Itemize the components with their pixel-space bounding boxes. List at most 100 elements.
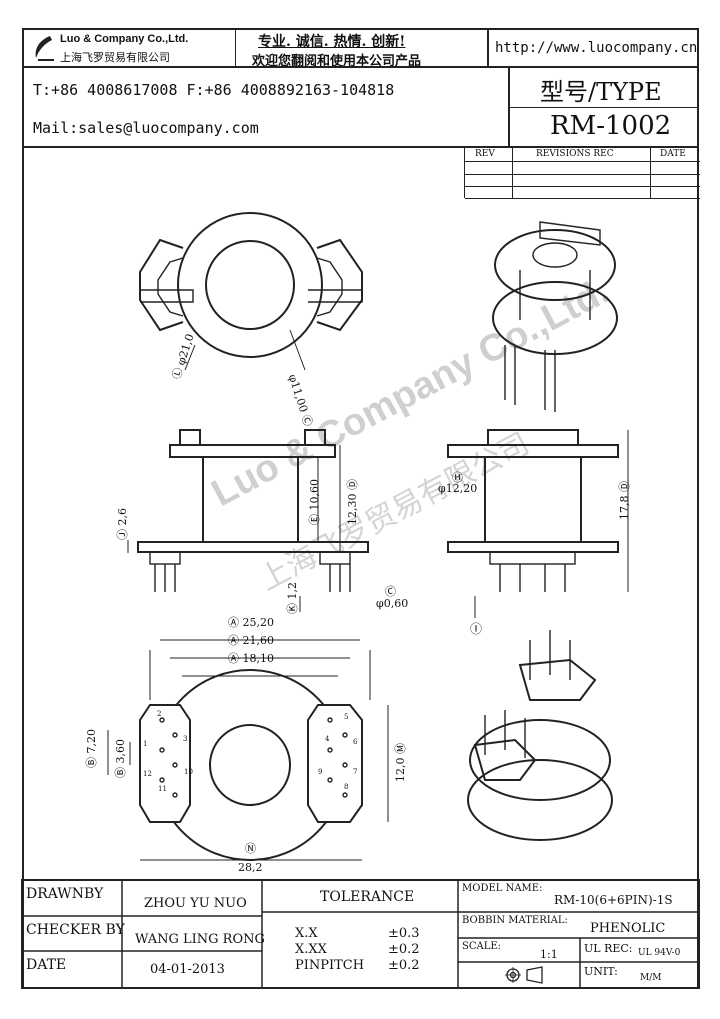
dim-bottom-w1: Ⓐ 25,20 (228, 614, 274, 630)
rev-date-header: DATE (660, 149, 686, 159)
dim-bottom-w3-ref: Ⓐ (228, 652, 239, 665)
website-link[interactable]: http://www.luocompany.cn (495, 40, 698, 56)
pin-number: 3 (183, 735, 188, 743)
tol-xxx-label: X.XX (295, 942, 327, 957)
dim-side-outer-height-value: 12,30 (346, 493, 359, 526)
pin-number: 6 (353, 738, 358, 746)
tol-pin-value: ±0.2 (388, 958, 420, 973)
model-number: RM-1002 (550, 111, 672, 141)
dim-side-flange-value: 2,6 (116, 508, 129, 526)
projection-symbol-icon (505, 966, 543, 984)
company-name-cn: 上海飞罗贸易有限公司 (60, 52, 170, 64)
dim-side-outer-height: 12,30 Ⓓ (344, 479, 360, 525)
scale-value: 1:1 (540, 948, 558, 961)
tol-pin-label: PINPITCH (295, 958, 365, 973)
dim-bottom-total-ref: Ⓝ (245, 842, 256, 855)
dim-bottom-w1-ref: Ⓐ (228, 616, 239, 629)
pin-number: 7 (353, 768, 358, 776)
pin-number: 11 (158, 785, 167, 793)
model-name-label: MODEL NAME: (462, 883, 543, 894)
dim-front-total-value: 17,8 (618, 495, 631, 521)
dim-bottom-h2-ref: Ⓑ (114, 767, 127, 778)
dim-bottom-w2-ref: Ⓐ (228, 634, 239, 647)
date-value: 04-01-2013 (150, 962, 225, 977)
footer-grid (21, 879, 700, 989)
bottom-view (107, 639, 389, 861)
dim-bottom-w2: Ⓐ 21,60 (228, 632, 274, 648)
dim-front-core: φ12,20 (438, 482, 478, 495)
header-logo-cell (22, 28, 236, 68)
pin-number: 1 (143, 740, 148, 748)
pin-number: 8 (344, 783, 349, 791)
dim-bottom-h2: Ⓑ 3,60 (112, 739, 128, 778)
front-view (447, 429, 629, 618)
mail[interactable]: Mail:sales@luocompany.com (33, 119, 259, 137)
dim-side-flange-ref: Ⓙ (116, 529, 129, 540)
revision-table (464, 148, 700, 199)
dim-bottom-h3-value: 12,0 (394, 757, 407, 783)
dim-front-total-ref: Ⓓ (618, 481, 631, 492)
dim-bottom-w2-value: 21,60 (242, 634, 275, 647)
dim-bottom-h3: 12,0 Ⓜ (392, 743, 408, 782)
dim-side-inner-height-ref: Ⓔ (308, 514, 321, 525)
isometric-bottom (467, 630, 613, 841)
dim-bottom-w3-value: 18,10 (242, 652, 275, 665)
welcome-text: 欢迎您翻阅和使用本公司产品 (252, 54, 422, 69)
rev-header: REV (475, 149, 495, 159)
ulrec-value: UL 94V-0 (638, 948, 681, 958)
header-website-cell (487, 28, 699, 68)
dim-pin-dia-ref: Ⓒ (385, 585, 396, 598)
dim-bottom-h3-ref: Ⓜ (394, 743, 407, 754)
side-view (127, 429, 369, 612)
dim-side-outer-height-ref: Ⓓ (346, 479, 359, 490)
dim-front-pin-ref: Ⓘ (470, 622, 483, 636)
dim-bottom-w1-value: 25,20 (242, 616, 275, 629)
pin-number: 9 (318, 768, 323, 776)
dim-bottom-h1-ref: Ⓑ (85, 757, 98, 768)
pin-number: 2 (157, 710, 162, 718)
unit-label: UNIT: (584, 965, 618, 978)
dim-side-inner-height-value: 10,60 (308, 479, 321, 511)
dim-side-inner-height: Ⓔ 10,60 (306, 479, 322, 525)
date-label: DATE (26, 957, 67, 973)
drawnby-value: ZHOU YU NUO (144, 896, 247, 911)
dim-bottom-total: 28,2 (238, 861, 263, 874)
dim-pin-length-ref: Ⓚ (286, 603, 299, 614)
dim-front-total: 17,8 Ⓓ (616, 481, 632, 520)
pin-number: 10 (184, 768, 193, 776)
dim-pin-dia: φ0,60 (376, 597, 409, 610)
top-view (139, 212, 363, 371)
dim-pin-length: Ⓚ 1,2 (284, 582, 300, 614)
type-label: 型号/TYPE (540, 78, 662, 106)
bobbin-value: PHENOLIC (590, 921, 666, 936)
pin-number: 5 (344, 713, 349, 721)
type-cell (510, 68, 699, 148)
bobbin-label: BOBBIN MATERIAL: (462, 915, 568, 926)
model-name-value: RM-10(6+6PIN)-1S (554, 893, 673, 907)
isometric-top (492, 221, 618, 412)
drawnby-label: DRAWNBY (26, 886, 104, 902)
dim-bottom-h1-value: 7,20 (85, 729, 98, 754)
dim-bottom-h1: Ⓑ 7,20 (83, 729, 99, 768)
ulrec-label: UL REC: (584, 942, 633, 955)
dim-pin-length-value: 1,2 (286, 582, 299, 600)
tol-xx-value: ±0.3 (388, 926, 420, 941)
tolerance-label: TOLERANCE (320, 889, 415, 905)
dim-front-core-ref: Ⓗ (452, 471, 463, 484)
contact-cell (22, 68, 510, 148)
type-divider (510, 107, 699, 108)
scale-label: SCALE: (462, 941, 502, 952)
checker-value: WANG LING RONG (135, 932, 265, 947)
header-slogan-cell (236, 28, 487, 68)
pin-number: 12 (143, 770, 152, 778)
logo-icon (30, 34, 56, 62)
tol-xx-label: X.X (295, 926, 318, 941)
pin-number: 4 (325, 735, 330, 743)
company-name-en: Luo & Company Co.,Ltd. (60, 33, 189, 45)
phone-fax: T:+86 4008617008 F:+86 4008892163-104818 (33, 81, 395, 99)
tol-xxx-value: ±0.2 (388, 942, 420, 957)
dim-bottom-h2-value: 3,60 (114, 739, 127, 764)
unit-value: M/M (640, 973, 662, 983)
checker-label: CHECKER BY (26, 922, 125, 938)
